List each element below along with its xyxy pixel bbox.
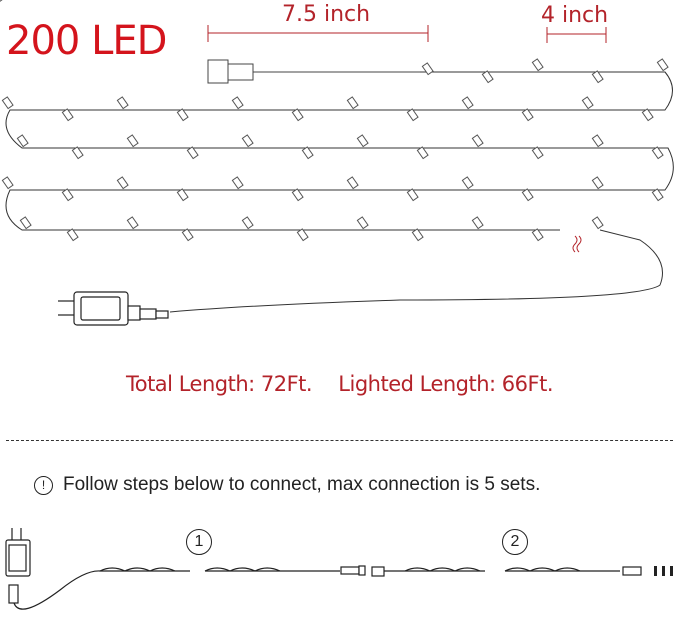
connection-note: ! Follow steps below to connect, max con… xyxy=(34,474,540,496)
power-adapter-icon xyxy=(58,291,169,326)
break-icon xyxy=(572,235,582,253)
connection-note-text: Follow steps below to connect, max conne… xyxy=(63,474,541,495)
end-connector-icon xyxy=(207,59,420,84)
length-specs: Total Length: 72Ft. Lighted Length: 66Ft… xyxy=(0,372,679,396)
bulb-spacing: 4 inch xyxy=(541,3,609,28)
dimension-lines xyxy=(207,25,607,43)
total-length: Total Length: 72Ft. xyxy=(125,372,313,396)
dashed-divider xyxy=(6,440,673,441)
led-bulbs xyxy=(0,0,669,242)
wire xyxy=(5,71,674,313)
product-title: 200 LED xyxy=(6,18,167,64)
connection-diagram xyxy=(5,528,642,610)
lead-wire-length: 7.5 inch xyxy=(282,2,371,27)
step-2-badge: 2 xyxy=(502,529,528,555)
warning-icon: ! xyxy=(34,475,53,495)
continue-icon xyxy=(654,566,673,576)
step-1-badge: 1 xyxy=(186,529,212,555)
lighted-length: Lighted Length: 66Ft. xyxy=(338,372,554,396)
